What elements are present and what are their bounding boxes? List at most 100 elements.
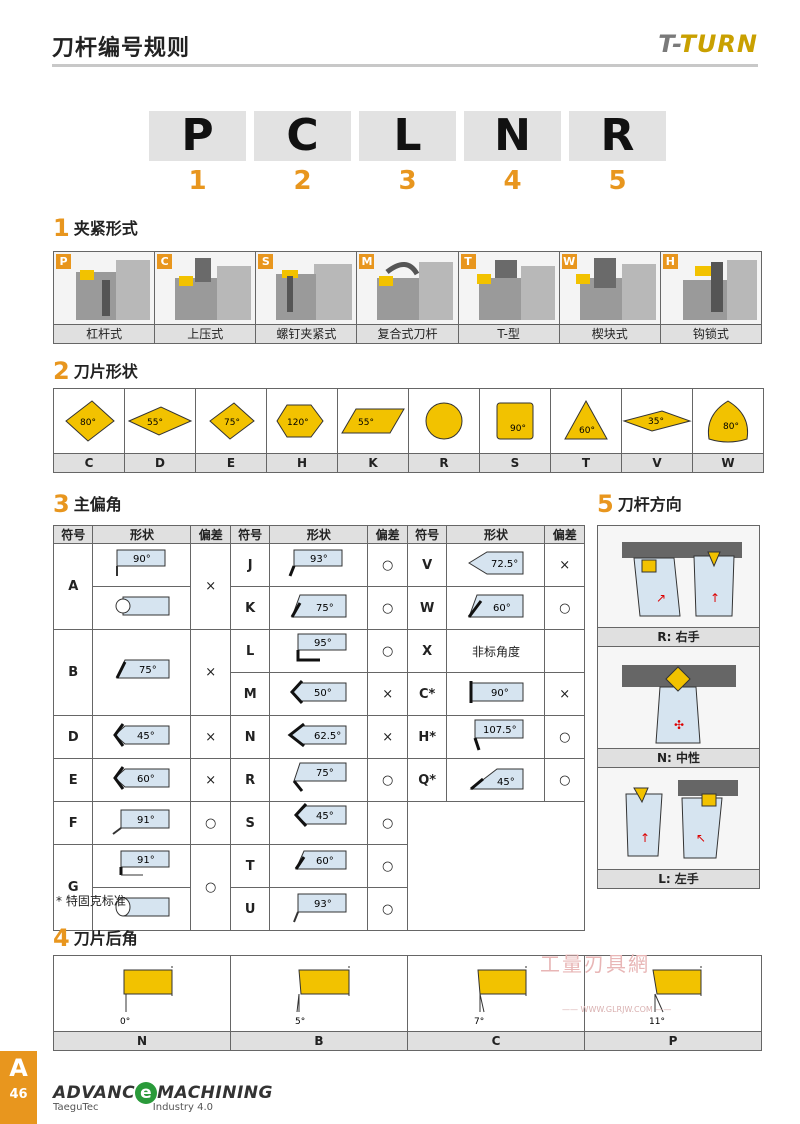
shape-angle: 55° (358, 418, 374, 428)
deviation-value: × (544, 672, 585, 716)
code-number-2: 2 (293, 166, 312, 196)
angle-label: 60° (137, 774, 155, 785)
section-number: 1 (53, 214, 70, 242)
col-header-deviation: 偏差 (544, 525, 585, 544)
holder-90-icon: 90° (469, 681, 524, 703)
holder-45-icon: 45° (469, 768, 524, 791)
deviation-value: × (367, 715, 408, 759)
boring-bar-icon (115, 596, 170, 616)
holder-shape: 72.5° (446, 543, 546, 587)
clamp-type-table: P 杠杆式 C 上压式 S 螺钉夹紧式 M 复合式刀杆 T T-型 W 楔块式 … (52, 251, 763, 344)
angle-label: 45° (316, 811, 334, 822)
shape-cell: 55°D (124, 388, 196, 473)
neutral-holder-icon: ✣ (622, 665, 736, 744)
symbol-c: C* (406, 672, 448, 716)
clamp-cell: M 复合式刀杆 (356, 251, 459, 344)
holder-shape: 50° (269, 672, 369, 716)
holder-shape: 75° (269, 758, 369, 802)
symbol-e: E (52, 758, 94, 802)
shape-cell: 80°C (53, 388, 125, 473)
holder-91-icon: 91° (119, 850, 170, 876)
col-header-shape: 形状 (269, 525, 369, 544)
angle-label: 90° (491, 688, 509, 699)
shape-cell: 60°T (550, 388, 622, 473)
deviation-value: ○ (367, 586, 408, 630)
table-row: E 60° × R 75° ○ Q* 45° ○ (52, 758, 585, 802)
clamp-cell: W 楔块式 (558, 251, 661, 344)
clamp-lever-icon (76, 260, 150, 320)
code-number-4: 4 (503, 166, 522, 196)
angle-label: 75° (316, 768, 334, 779)
clearance-angle: 11° (649, 1017, 665, 1027)
deviation-value: × (544, 543, 585, 587)
deviation-value (544, 629, 585, 673)
holder-shape: 91° (92, 801, 192, 845)
svg-text:↖: ↖ (696, 831, 706, 845)
shape-label: E (196, 453, 266, 472)
symbol-a: A (52, 543, 94, 630)
symbol-n: N (229, 715, 271, 759)
shape-label: K (338, 453, 408, 472)
deviation-value: ○ (367, 801, 408, 845)
rhombus-35-icon: 35° (622, 410, 692, 432)
symbol-w: W (406, 586, 448, 630)
clamp-cell: C 上压式 (154, 251, 257, 344)
clearance-11-icon: 11° (649, 966, 702, 1027)
shape-angle: 75° (224, 418, 240, 428)
table-row: U 93° ○ (54, 887, 585, 931)
symbol-r: R (229, 758, 271, 802)
clearance-label: P (585, 1031, 761, 1050)
symbol-t: T (229, 844, 271, 888)
holder-shape: 93° (269, 543, 369, 587)
clearance-label: N (54, 1031, 230, 1050)
holder-shape: 75° (269, 586, 369, 630)
clearance-label: B (231, 1031, 407, 1050)
symbol-v: V (406, 543, 448, 587)
clearance-label: C (408, 1031, 584, 1050)
clearance-7-icon: 7° (474, 966, 527, 1027)
section-label: 刀片形状 (73, 362, 138, 381)
holder-shape: 60° (446, 586, 546, 630)
holder-60-icon: 60° (295, 850, 347, 870)
holder-107-5-icon: 107.5° (474, 719, 524, 751)
symbol-m: M (229, 672, 271, 716)
symbol-k: K (229, 586, 271, 630)
holder-shape: 93° (269, 887, 369, 931)
col-header-symbol: 符号 (406, 525, 448, 544)
angle-label: 50° (314, 688, 332, 699)
deviation-value: × (190, 629, 231, 716)
holder-shape (92, 887, 192, 931)
svg-text:↑: ↑ (640, 831, 650, 845)
hexagon-120-icon: 120° (276, 404, 324, 438)
logo-text-a: ADVANC (53, 1083, 136, 1103)
holder-45-icon: 45° (294, 802, 347, 828)
section-label: 夹紧形式 (73, 219, 138, 238)
clamp-tag: P (56, 254, 71, 269)
shape-angle: 90° (510, 424, 526, 434)
section-number: 2 (53, 357, 70, 385)
code-number-5: 5 (608, 166, 627, 196)
col-header-symbol: 符号 (229, 525, 271, 544)
holder-50-icon: 50° (290, 679, 347, 705)
table-row: D 45° × N 62.5° × H* 107.5° ○ (52, 715, 585, 759)
clamp-lever-illustration: P (54, 252, 155, 324)
right-hand-holder-icon: ↗↑ (622, 542, 742, 617)
code-letter-3: L (359, 111, 456, 161)
code-letter-4: N (464, 111, 561, 161)
clamp-wedge-icon (575, 258, 656, 320)
direction-cell: ↑↖L: 左手 (597, 767, 760, 889)
section-number: 4 (53, 924, 70, 952)
angle-label: 45° (137, 731, 155, 742)
trigon-80-icon: 80° (707, 400, 749, 443)
direction-cell: ✣N: 中性 (597, 646, 760, 768)
section-label: 主偏角 (73, 495, 122, 514)
clamp-label: 复合式刀杆 (357, 324, 458, 343)
shape-label: R (409, 453, 479, 472)
col-header-deviation: 偏差 (367, 525, 408, 544)
clearance-angle: 7° (474, 1017, 484, 1027)
shape-label: T (551, 453, 621, 472)
deviation-value: × (190, 758, 231, 802)
angle-label: 62.5° (314, 731, 341, 742)
